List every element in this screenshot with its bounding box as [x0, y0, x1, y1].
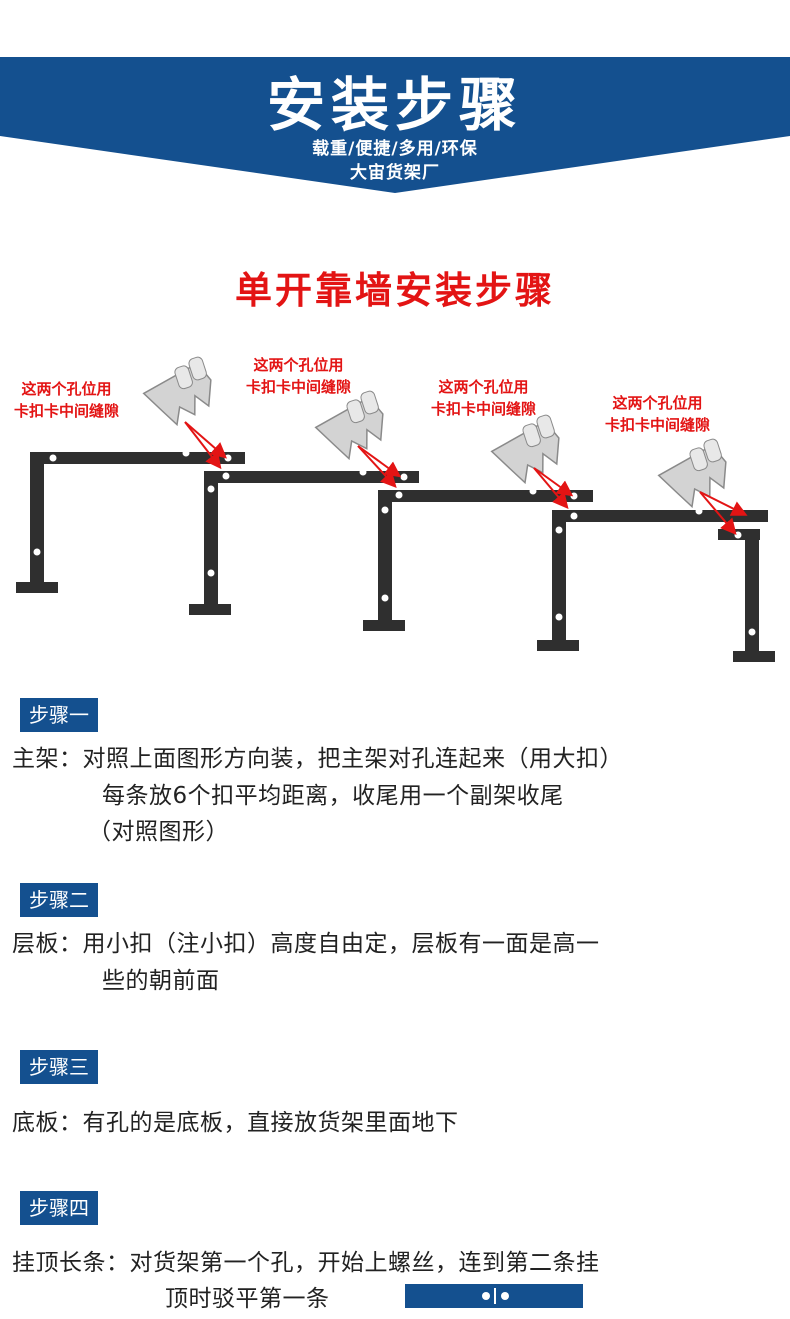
diagram-callout-4: 这两个孔位用 卡扣卡中间缝隙	[605, 394, 711, 434]
assembly-diagram: 这两个孔位用 卡扣卡中间缝隙 这两个孔位用 卡扣卡中间缝隙 这两个孔位用 卡扣卡…	[0, 340, 790, 680]
frame-section-3	[363, 490, 593, 631]
step-3-badge: 步骤三	[20, 1050, 98, 1084]
step-2-line-2: 些的朝前面	[102, 968, 220, 994]
banner-company: 大宙货架厂	[350, 163, 440, 183]
step-1-badge: 步骤一	[20, 698, 98, 732]
step-4-line-2: 顶时驳平第一条	[165, 1286, 330, 1312]
step-1-line-3: （对照图形）	[88, 819, 229, 845]
clip-icon	[657, 438, 727, 509]
diagram-callout-3: 这两个孔位用 卡扣卡中间缝隙	[431, 378, 537, 418]
header-banner: 安装步骤 载重/便捷/多用/环保 大宙货架厂	[0, 0, 790, 200]
diagram-callout-2: 这两个孔位用 卡扣卡中间缝隙	[246, 356, 352, 396]
step-2-line-1: 层板：用小扣（注小扣）高度自由定，层板有一面是高一	[12, 931, 600, 957]
arrow-icons	[184, 421, 748, 536]
clip-icon	[490, 414, 560, 485]
step-4-line-1: 挂顶长条：对货架第一个孔，开始上螺丝，连到第二条挂	[12, 1250, 600, 1276]
clip-icon	[314, 390, 384, 461]
clip-icon	[142, 356, 212, 427]
dot-icon	[482, 1292, 490, 1300]
step-1-line-2: 每条放6个扣平均距离，收尾用一个副架收尾	[102, 783, 564, 809]
section-title: 单开靠墙安装步骤	[235, 269, 555, 312]
shelf-frame-diagram	[16, 356, 775, 662]
step-2-badge: 步骤二	[20, 883, 98, 917]
step-1-line-1: 主架：对照上面图形方向装，把主架对孔连起来（用大扣）	[12, 746, 623, 772]
diagram-callout-1: 这两个孔位用 卡扣卡中间缝隙	[14, 380, 120, 420]
banner-subtitle: 载重/便捷/多用/环保	[312, 139, 478, 159]
frame-section-1	[16, 452, 245, 593]
decorative-bar	[405, 1284, 583, 1308]
step-4-badge: 步骤四	[20, 1191, 98, 1225]
step-3-line-1: 底板：有孔的是底板，直接放货架里面地下	[12, 1110, 459, 1136]
frame-section-4	[537, 510, 775, 662]
dot-icon	[501, 1292, 509, 1300]
banner-background	[0, 57, 790, 193]
banner-title: 安装步骤	[266, 71, 523, 139]
divider	[494, 1288, 496, 1304]
